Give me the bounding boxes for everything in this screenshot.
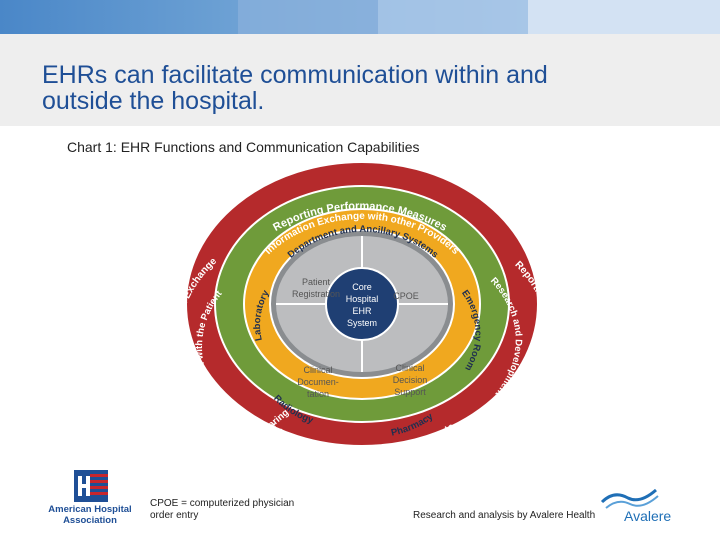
aha-flag-h-icon	[74, 470, 108, 502]
quadrant-clinical-documentation-2: Documen-	[297, 377, 339, 387]
quadrant-cpoe: CPOE	[393, 291, 419, 301]
aha-logo-line-2: Association	[63, 515, 117, 526]
header-band	[0, 0, 720, 34]
quadrant-clinical-decision-support-2: Decision	[393, 375, 428, 385]
quadrant-patient-registration-2: Registration	[292, 289, 340, 299]
slide-title-line-1: EHRs can facilitate communication within…	[42, 61, 548, 89]
avalere-logo-text: Avalere	[624, 508, 672, 524]
core-line-2: Hospital	[346, 294, 379, 304]
chart-subtitle: Chart 1: EHR Functions and Communication…	[67, 139, 420, 155]
quadrant-clinical-decision-support-1: Clinical	[395, 363, 424, 373]
quadrant-clinical-documentation-3: tation	[307, 389, 329, 399]
slide-title: EHRs can facilitate communication within…	[42, 62, 682, 114]
core-line-1: Core	[352, 282, 372, 292]
quadrant-patient-registration-1: Patient	[302, 277, 331, 287]
avalere-logo: Avalere	[596, 486, 686, 526]
core-line-4: System	[347, 318, 377, 328]
credit-avalere: Research and analysis by Avalere Health	[413, 510, 596, 521]
aha-logo: American Hospital Association	[40, 470, 140, 526]
quadrant-clinical-documentation-1: Clinical	[303, 365, 332, 375]
core-system-circle	[325, 267, 399, 341]
quadrant-clinical-decision-support-3: Support	[394, 387, 426, 397]
title-band	[0, 34, 720, 126]
slide-title-line-2: outside the hospital.	[42, 87, 265, 115]
aha-logo-line-1: American Hospital	[48, 504, 132, 515]
aha-logo-text: American Hospital Association	[40, 504, 140, 526]
avalere-wave-icon	[600, 488, 659, 509]
footnote-cpoe: CPOE = computerized physician order entr…	[150, 498, 295, 521]
core-line-3: EHR	[352, 306, 372, 316]
